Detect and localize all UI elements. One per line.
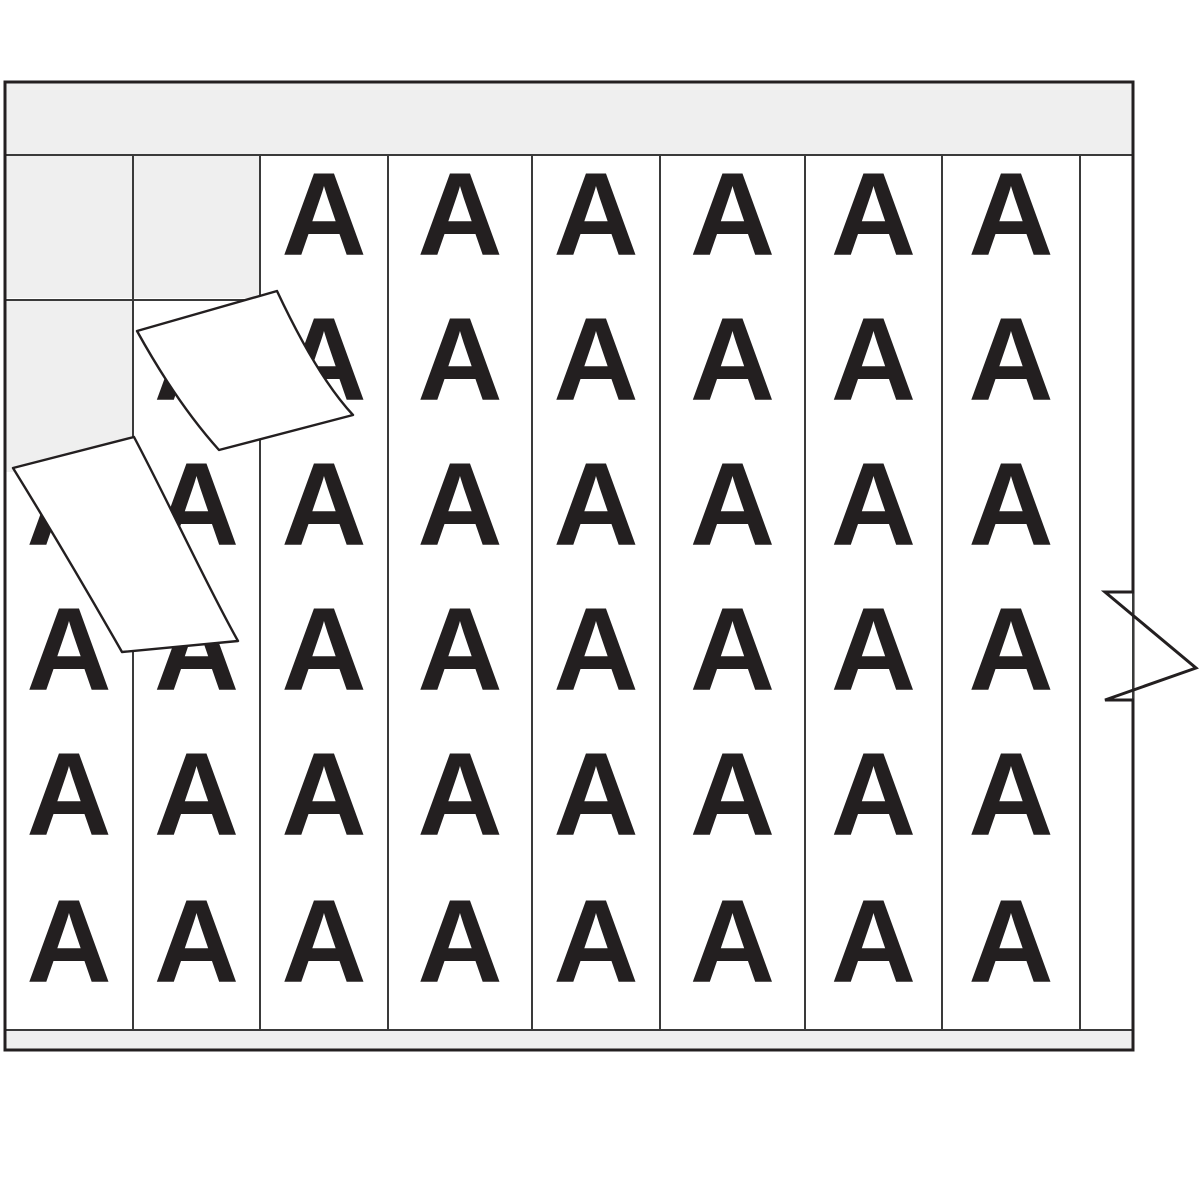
peeled-label-upper[interactable] [135,289,355,452]
label-letter[interactable]: A [26,876,111,1008]
label-letter[interactable]: A [281,438,366,570]
label-letter[interactable]: A [553,293,638,425]
label-letter[interactable]: A [417,438,502,570]
label-letter[interactable]: A [553,876,638,1008]
label-letter[interactable]: A [690,293,775,425]
label-letter[interactable]: A [831,728,916,860]
label-letter[interactable]: A [690,438,775,570]
label-sheet-outline [3,80,1199,1052]
label-letter[interactable]: A [968,728,1053,860]
label-letter[interactable]: A [690,876,775,1008]
label-field-group [5,82,1133,1030]
label-letter[interactable]: A [831,438,916,570]
label-letter[interactable]: A [417,728,502,860]
label-letter[interactable]: A [831,876,916,1008]
label-letter[interactable]: A [281,148,366,280]
label-letter[interactable]: A [968,148,1053,280]
label-letter[interactable]: A [553,583,638,715]
label-letter[interactable]: A [553,148,638,280]
label-letter[interactable]: A [831,583,916,715]
label-letter[interactable]: A [968,438,1053,570]
label-letter[interactable]: A [968,876,1053,1008]
label-letter[interactable]: A [281,583,366,715]
label-letter[interactable]: A [690,728,775,860]
label-letter[interactable]: A [831,148,916,280]
label-letter[interactable]: A [831,293,916,425]
label-letter[interactable]: A [417,148,502,280]
label-letter[interactable]: A [690,583,775,715]
peeled-labels-group [11,289,355,654]
label-letter[interactable]: A [553,728,638,860]
label-letter[interactable]: A [281,728,366,860]
label-letter[interactable]: A [690,148,775,280]
label-letter[interactable]: A [417,876,502,1008]
label-letter[interactable]: A [968,293,1053,425]
label-letter[interactable]: A [154,728,239,860]
label-letter[interactable]: A [968,583,1053,715]
sheet-outline-group [3,80,1199,1052]
label-letter[interactable]: A [417,583,502,715]
peeled-label-lower[interactable] [11,435,240,654]
label-letter[interactable]: A [553,438,638,570]
label-letter[interactable]: A [417,293,502,425]
label-letter[interactable]: A [154,876,239,1008]
label-letter[interactable]: A [281,876,366,1008]
label-letter[interactable]: A [26,728,111,860]
